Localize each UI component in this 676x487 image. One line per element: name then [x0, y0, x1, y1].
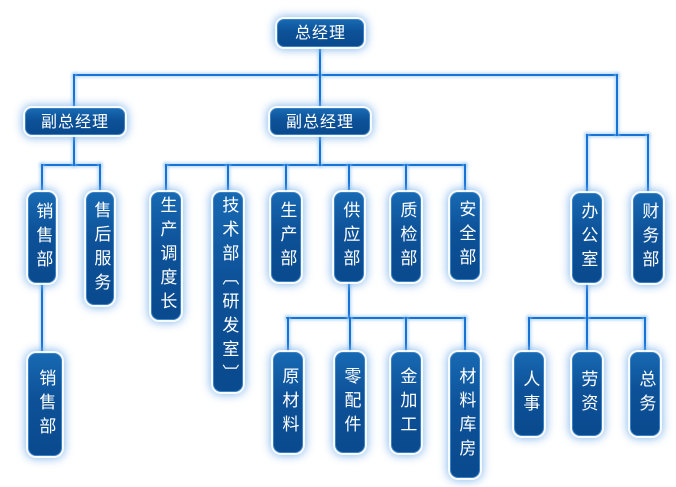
- node-general-manager: 总经理: [277, 19, 364, 47]
- node-finance-dept: 财务部: [633, 193, 663, 283]
- node-labor-wages: 劳资: [572, 352, 602, 436]
- connector-line: [74, 74, 618, 76]
- connector-line: [287, 317, 289, 353]
- connector-line: [647, 134, 649, 194]
- connector-line: [644, 317, 646, 353]
- connector-line: [165, 164, 466, 166]
- connector-line: [227, 164, 229, 193]
- node-deputy-gm-left: 副总经理: [25, 108, 125, 135]
- connector-line: [528, 317, 530, 353]
- connector-line: [41, 164, 101, 166]
- connector-line: [405, 317, 407, 353]
- connector-line: [319, 135, 321, 166]
- node-general-affairs: 总务: [630, 352, 660, 436]
- node-spare-parts: 零配件: [335, 352, 365, 453]
- connector-line: [348, 282, 350, 318]
- node-production-dept: 生产部: [271, 192, 301, 282]
- connector-line: [286, 317, 466, 319]
- connector-line: [405, 164, 407, 193]
- node-raw-materials: 原材料: [273, 352, 303, 453]
- node-tech-dept-rd-room: 技术部〔研发室〕: [213, 192, 243, 392]
- connector-line: [319, 47, 321, 108]
- node-production-dispatch-chief: 生产调度长: [151, 192, 181, 320]
- connector-line: [41, 164, 43, 193]
- node-sales-dept: 销售部: [28, 192, 56, 283]
- connector-line: [73, 74, 75, 108]
- connector-line: [349, 317, 351, 353]
- node-office: 办公室: [572, 193, 602, 283]
- connector-line: [464, 317, 466, 353]
- connector-line: [586, 283, 588, 353]
- connector-line: [99, 164, 101, 193]
- node-after-sales-service: 售后服务: [86, 192, 114, 305]
- connector-line: [41, 283, 43, 354]
- node-safety-dept: 安全部: [450, 192, 480, 280]
- node-supply-dept: 供应部: [334, 192, 364, 282]
- connector-line: [586, 134, 588, 194]
- node-deputy-gm-center: 副总经理: [270, 108, 370, 135]
- connector-line: [73, 135, 75, 166]
- connector-line: [616, 74, 618, 136]
- node-quality-inspection-dept: 质检部: [391, 192, 421, 282]
- connector-line: [285, 164, 287, 193]
- connector-line: [165, 164, 167, 193]
- connector-line: [464, 164, 466, 193]
- node-personnel: 人事: [514, 352, 544, 436]
- connector-line: [348, 164, 350, 193]
- node-metal-processing: 金加工: [391, 352, 421, 453]
- node-sales-dept-sub: 销售部: [28, 353, 62, 456]
- node-materials-warehouse: 材料库房: [450, 352, 480, 478]
